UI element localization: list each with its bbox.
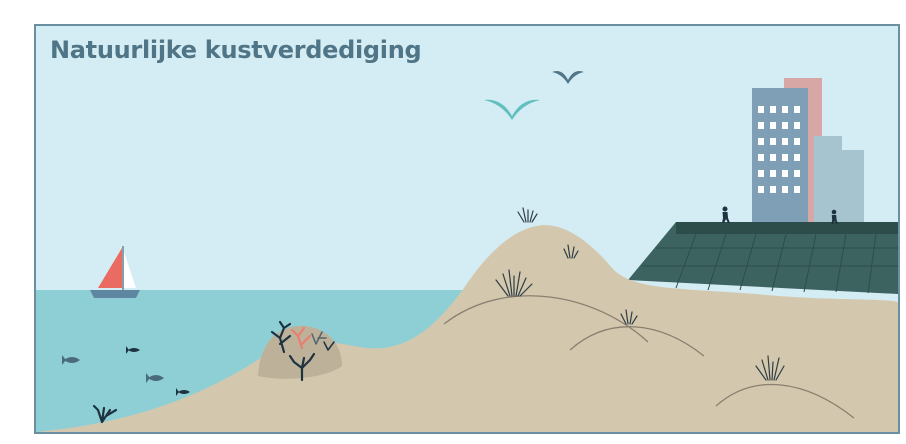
- window: [794, 122, 800, 129]
- window: [770, 154, 776, 161]
- dike-top: [676, 222, 898, 234]
- seagull-icon: [484, 100, 540, 120]
- sailboat-icon: [90, 246, 140, 298]
- window: [794, 154, 800, 161]
- walking-person-icon: [722, 207, 730, 224]
- window: [770, 138, 776, 145]
- building-icon: [834, 150, 864, 222]
- window: [782, 154, 788, 161]
- window: [758, 154, 764, 161]
- window: [782, 186, 788, 193]
- window: [782, 122, 788, 129]
- window: [758, 186, 764, 193]
- seagull-icon: [552, 71, 584, 84]
- window: [782, 106, 788, 113]
- window: [770, 186, 776, 193]
- window: [758, 170, 764, 177]
- window: [770, 106, 776, 113]
- window: [794, 106, 800, 113]
- window: [794, 186, 800, 193]
- window: [770, 170, 776, 177]
- window: [782, 138, 788, 145]
- window: [794, 138, 800, 145]
- window: [758, 122, 764, 129]
- window: [758, 138, 764, 145]
- page-title: Natuurlijke kustverdediging: [50, 36, 421, 64]
- coast-illustration: [36, 26, 898, 432]
- window: [782, 170, 788, 177]
- grass-tuft-icon: [518, 208, 537, 222]
- window: [794, 170, 800, 177]
- window: [770, 122, 776, 129]
- illustration-frame: Natuurlijke kustverdediging: [34, 24, 900, 434]
- window: [758, 106, 764, 113]
